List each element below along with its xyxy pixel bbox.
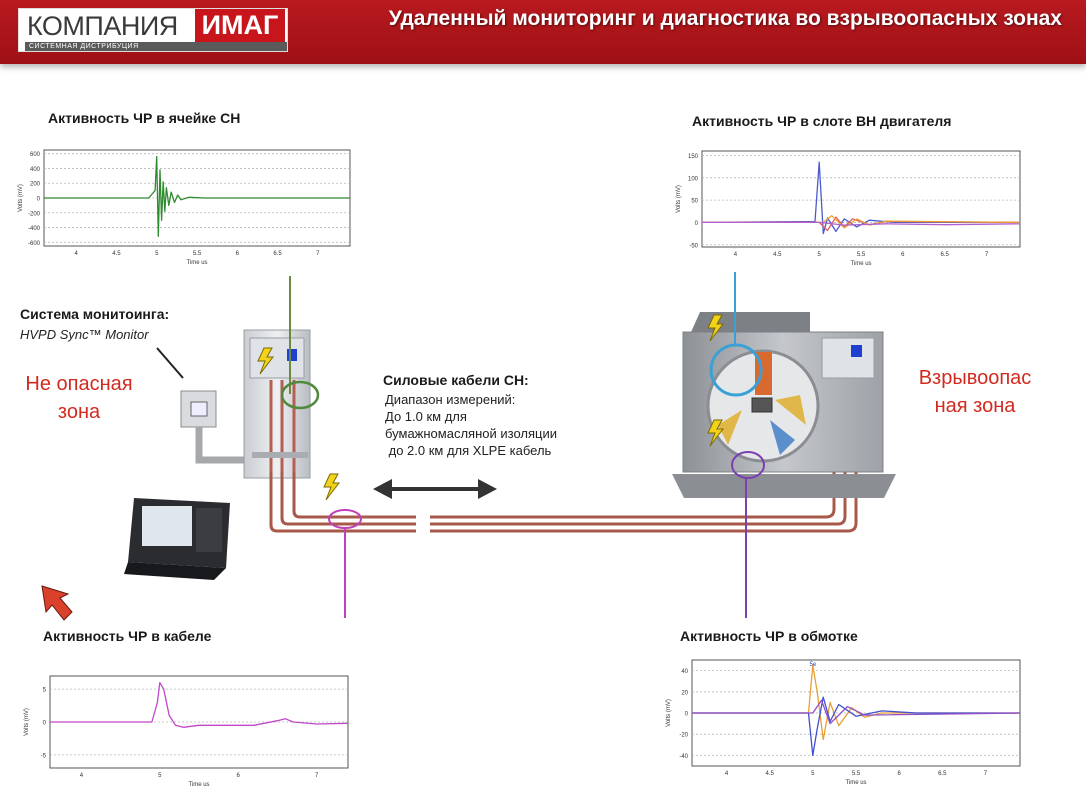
x-tick-label: 5.5 [857, 252, 866, 258]
y-tick-label: 0 [685, 712, 689, 718]
winding-sensor-ring [731, 451, 765, 479]
x-tick-label: 6.5 [941, 252, 950, 258]
series-line [702, 221, 1021, 226]
y-axis-label: Volts (mV) [676, 185, 682, 213]
company-logo: КОМПАНИЯ ИМАГ СИСТЕМНАЯ ДИСТРИБУЦИЯ [18, 8, 288, 52]
y-tick-label: 100 [688, 176, 699, 182]
label-slot-activity: Активность ЧР в слоте ВН двигателя [692, 113, 952, 129]
series-line [692, 664, 1020, 741]
series-line [692, 696, 1020, 757]
y-tick-label: -600 [28, 241, 41, 247]
y-tick-label: 200 [30, 182, 41, 188]
y-tick-label: 20 [681, 690, 688, 696]
mv-cables-title: Силовые кабели СН: [383, 372, 529, 388]
series-line [44, 155, 350, 238]
x-tick-label: 4.5 [766, 771, 775, 777]
logo-tagline: СИСТЕМНАЯ ДИСТРИБУЦИЯ [25, 42, 287, 51]
x-tick-label: 4.5 [773, 252, 782, 258]
plot-area [701, 150, 1021, 248]
label-cell-activity: Активность ЧР в ячейке СН [48, 110, 241, 126]
y-tick-label: -5 [41, 753, 47, 759]
safe-zone-label: Не опасная зона [25, 373, 133, 423]
logo-brand-text: ИМАГ [195, 9, 285, 42]
x-tick-label: 7 [984, 771, 988, 777]
x-tick-label: 6 [237, 773, 241, 779]
y-tick-label: -200 [28, 211, 41, 217]
x-tick-label: 6.5 [938, 771, 947, 777]
y-axis-label: Volts (mV) [24, 708, 30, 736]
cursor-arrow-icon [41, 585, 73, 621]
y-tick-label: 50 [691, 199, 698, 205]
x-tick-label: 6 [897, 771, 901, 777]
x-axis-label: Time us [845, 780, 866, 786]
y-tick-label: 0 [43, 721, 47, 727]
y-tick-label: -40 [679, 754, 688, 760]
lightning-icon [323, 473, 341, 501]
y-axis-label: Volts (mV) [666, 699, 672, 727]
lightning-icon [707, 419, 725, 447]
y-axis-label: Volts (mV) [18, 184, 24, 212]
x-axis-label: Time us [850, 261, 871, 267]
x-tick-label: 5 [155, 251, 159, 257]
y-tick-label: 0 [37, 197, 41, 203]
y-tick-label: 5 [43, 688, 47, 694]
y-tick-label: 40 [681, 669, 688, 675]
x-tick-label: 5.5 [193, 251, 202, 257]
x-axis-label: Time us [186, 260, 207, 266]
x-tick-label: 4 [725, 771, 729, 777]
y-tick-label: 0 [695, 221, 699, 227]
x-tick-label: 7 [315, 773, 319, 779]
x-tick-label: 6.5 [273, 251, 282, 257]
label-cable-activity: Активность ЧР в кабеле [43, 628, 212, 644]
mv-switchgear-cabinet [243, 276, 320, 479]
header-bar: КОМПАНИЯ ИМАГ СИСТЕМНАЯ ДИСТРИБУЦИЯ Удал… [0, 0, 1086, 64]
oscilloscope [124, 498, 230, 580]
lightning-icon [257, 347, 275, 375]
x-tick-label: 6 [236, 251, 240, 257]
x-tick-label: 5 [817, 252, 821, 258]
x-tick-label: 4 [734, 252, 738, 258]
lightning-icon [707, 314, 725, 342]
y-tick-label: -400 [28, 226, 41, 232]
y-tick-label: 600 [30, 152, 41, 158]
mv-cables [269, 440, 858, 533]
page-title: Удаленный мониторинг и диагностика во вз… [388, 7, 1062, 30]
monitoring-unit [156, 347, 245, 464]
x-axis-label: Time us [188, 782, 209, 788]
x-tick-label: 7 [985, 252, 989, 258]
x-tick-label: 6 [901, 252, 905, 258]
x-tick-label: 4 [80, 773, 84, 779]
range-line-1: До 1.0 км для [385, 409, 467, 424]
monitoring-system-title: Система монитоинга: [20, 306, 170, 322]
monitoring-product-name: HVPD Sync™ Monitor [20, 327, 149, 342]
chart-cell-activity: 600 400 200 0 -200 -400 -600 4 4.5 5 5.5 6 6.5 7Time … [14, 142, 356, 268]
x-tick-label: 7 [316, 251, 320, 257]
hv-motor [672, 312, 896, 498]
logo-company-text: КОМПАНИЯ [27, 11, 178, 41]
label-winding-activity: Активность ЧР в обмотке [680, 628, 858, 644]
series-line [692, 699, 1021, 725]
series-line [702, 215, 1021, 229]
double-arrow-icon [373, 479, 497, 499]
series-line [50, 681, 349, 728]
x-tick-label: 5.5 [852, 771, 861, 777]
y-tick-label: -20 [679, 733, 688, 739]
range-line-2: бумажномасляной изоляции [385, 426, 557, 441]
x-tick-label: 5 [158, 773, 162, 779]
y-tick-label: 150 [688, 154, 699, 160]
y-tick-label: -50 [689, 243, 698, 249]
measurement-range-label: Диапазон измерений: [385, 392, 516, 407]
y-tick-label: 400 [30, 167, 41, 173]
x-tick-label: 5 [811, 771, 815, 777]
series-line [701, 161, 1020, 235]
x-tick-label: 4 [75, 251, 79, 257]
range-line-3: до 2.0 км для XLPE кабель [385, 443, 552, 458]
hazard-zone-label: Взрывоопас ная зона [918, 367, 1032, 417]
x-tick-label: 4.5 [112, 251, 121, 257]
